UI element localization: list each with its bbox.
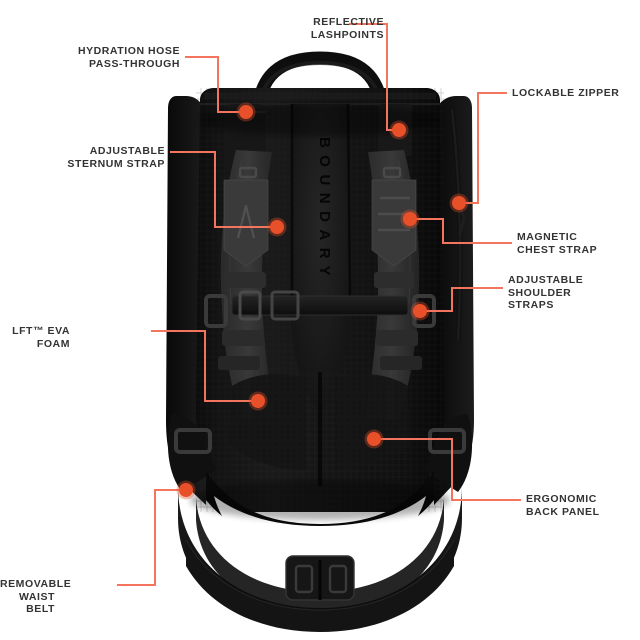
removable-waist-belt-part	[178, 486, 462, 632]
leader-line-adjustable-sternum-strap	[170, 151, 278, 228]
waist-belt-buckle	[285, 555, 355, 601]
callout-dot-adjustable-sternum-strap[interactable]	[270, 220, 284, 234]
chest-strap-buckle	[270, 290, 300, 321]
callout-dot-magnetic-chest-strap[interactable]	[403, 212, 417, 226]
callout-label-lockable-zipper: LOCKABLE ZIPPER	[512, 87, 620, 99]
center-back-channel	[290, 104, 350, 414]
shoulder-strap-left	[204, 150, 276, 420]
leader-line-ergonomic-back-panel	[373, 438, 521, 501]
callout-label-ergonomic-back-panel: ERGONOMIC BACK PANEL	[526, 493, 600, 518]
waist-belt-attachment	[167, 414, 473, 492]
leader-line-hydration-hose-pass-through	[185, 56, 247, 113]
callout-dot-ergonomic-back-panel[interactable]	[367, 432, 381, 446]
callout-dot-lockable-zipper[interactable]	[452, 196, 466, 210]
callout-label-magnetic-chest-strap: MAGNETIC CHEST STRAP	[517, 231, 598, 256]
ergonomic-back-panel-part	[230, 370, 410, 486]
leader-line-adjustable-shoulder-straps	[419, 287, 503, 312]
callout-label-adjustable-sternum-strap: ADJUSTABLE STERNUM STRAP	[67, 145, 165, 170]
magnetic-chest-strap-part	[231, 290, 409, 321]
lockable-zipper-track	[450, 109, 462, 341]
callout-label-adjustable-shoulder-straps: ADJUSTABLE SHOULDER STRAPS	[508, 274, 584, 311]
brand-wordmark: BOUNDARY	[316, 137, 333, 283]
callout-label-reflective-lashpoints: REFLECTIVE LASHPOINTS	[310, 16, 384, 41]
callout-label-lft-eva-foam: LFT™ EVA FOAM	[12, 325, 70, 350]
leader-line-lockable-zipper	[458, 92, 507, 204]
belt-inner-gap	[214, 496, 426, 566]
waist-adjuster-left	[174, 428, 212, 454]
waist-adjuster-right	[428, 428, 466, 454]
callout-dot-adjustable-shoulder-straps[interactable]	[413, 304, 427, 318]
callout-label-removable-waist-belt: REMOVABLE WAIST BELT	[0, 578, 72, 615]
leader-line-lft-eva-foam	[151, 330, 259, 402]
callout-dot-lft-eva-foam[interactable]	[251, 394, 265, 408]
callout-dot-reflective-lashpoints[interactable]	[392, 123, 406, 137]
chest-strap-slider-left	[238, 290, 262, 321]
leader-line-removable-waist-belt	[117, 489, 187, 586]
leader-line-magnetic-chest-strap	[409, 218, 512, 244]
callout-dot-hydration-hose-pass-through[interactable]	[239, 105, 253, 119]
callout-dot-removable-waist-belt[interactable]	[179, 483, 193, 497]
callout-label-hydration-hose-pass-through: HYDRATION HOSE PASS-THROUGH	[77, 45, 180, 70]
